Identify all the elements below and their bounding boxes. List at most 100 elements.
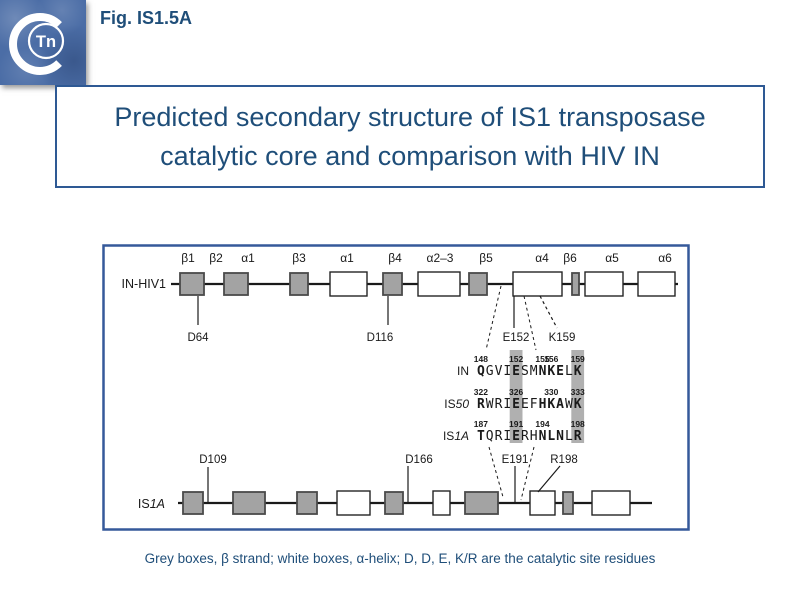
secondary-structure-label: β3: [292, 251, 306, 265]
sequence-char: N: [539, 429, 547, 444]
beta-strand-box: [232, 491, 266, 515]
sequence-char: K: [574, 397, 582, 412]
slide-title-line2: catalytic core and comparison with HIV I…: [160, 140, 660, 171]
beta-strand-box: [223, 272, 249, 296]
residue-number: 159: [571, 354, 585, 364]
beta-strand-box: [382, 272, 403, 296]
sequence-char: R: [521, 429, 529, 444]
slide-title-line1: Predicted secondary structure of IS1 tra…: [114, 102, 706, 133]
residue-label: R198: [550, 454, 578, 466]
alpha-helix-box: [432, 490, 451, 516]
beta-strand-box: [179, 272, 205, 296]
sequence-char: T: [477, 429, 485, 444]
alpha-helix-box: [512, 271, 563, 297]
sequence-char: K: [574, 364, 582, 379]
residue-label: E191: [502, 454, 529, 466]
sequence-char: M: [530, 364, 538, 379]
row-name-label: IS1A: [138, 497, 165, 511]
residue-number: 198: [571, 419, 585, 429]
secondary-structure-label: β1: [181, 251, 195, 265]
catalytic-column-highlight: [509, 350, 523, 443]
sequence-char: Q: [486, 429, 494, 444]
alpha-helix-box: [637, 271, 676, 297]
sequence-char: F: [530, 397, 538, 412]
residue-number: 326: [509, 387, 523, 397]
logo-c-arc: [9, 13, 62, 75]
catalytic-column-highlight: [571, 350, 585, 443]
residue-number: 330: [544, 387, 558, 397]
secondary-structure-label: α2–3: [427, 251, 454, 265]
sequence-char: I: [503, 364, 511, 379]
residue-label: E152: [503, 332, 530, 344]
sequence-char: E: [521, 397, 529, 412]
figure-number-label: Fig. IS1.5A: [100, 8, 193, 28]
sequence-char: I: [503, 397, 511, 412]
sequence-char: N: [556, 429, 564, 444]
sequence-char: H: [539, 397, 547, 412]
alpha-helix-box: [584, 271, 624, 297]
sequence-char: K: [547, 397, 555, 412]
sequence-char: K: [547, 364, 555, 379]
alpha-helix-box: [591, 490, 631, 516]
sequence-char: E: [512, 397, 520, 412]
residue-number: 152: [509, 354, 523, 364]
alpha-helix-box: [329, 271, 368, 297]
connector-dashed-line: [485, 285, 502, 351]
beta-strand-box: [182, 491, 204, 515]
beta-strand-box: [468, 272, 488, 296]
alpha-helix-box: [529, 490, 556, 516]
secondary-structure-label: β2: [209, 251, 223, 265]
sequence-char: R: [477, 397, 485, 412]
sequence-char: Q: [477, 364, 485, 379]
ctn-logo: Tn: [0, 0, 86, 85]
beta-strand-box: [384, 491, 404, 515]
alpha-helix-box: [336, 490, 371, 516]
residue-label: D109: [199, 454, 227, 466]
residue-label: D116: [367, 332, 394, 344]
sequence-char: R: [495, 429, 503, 444]
sequence-char: R: [495, 397, 503, 412]
beta-strand-box: [289, 272, 309, 296]
sequence-char: L: [547, 429, 555, 444]
alignment-row-name: IS1A: [443, 429, 469, 443]
row-name-label: IN-HIV1: [122, 277, 167, 291]
secondary-structure-label: α6: [658, 251, 672, 265]
sequence-char: E: [556, 364, 564, 379]
secondary-structure-label: β6: [563, 251, 577, 265]
figure-caption: Grey boxes, β strand; white boxes, α-hel…: [144, 551, 656, 566]
sequence-char: N: [539, 364, 547, 379]
residue-tick-line: [539, 295, 558, 329]
residue-number: 148: [474, 354, 488, 364]
sequence-char: A: [556, 397, 564, 412]
title-box: Predicted secondary structure of IS1 tra…: [55, 85, 765, 188]
sequence-char: R: [574, 429, 582, 444]
residue-number: 194: [535, 419, 549, 429]
alpha-helix-box: [417, 271, 461, 297]
residue-number: 187: [474, 419, 488, 429]
secondary-structure-label: α5: [605, 251, 619, 265]
sequence-char: W: [486, 397, 494, 412]
secondary-structure-label: β4: [388, 251, 402, 265]
residue-number: 155: [535, 354, 549, 364]
sequence-char: E: [512, 364, 520, 379]
sequence-char: L: [565, 429, 573, 444]
sequence-char: E: [512, 429, 520, 444]
ctn-logo-graphic: Tn: [9, 13, 65, 75]
residue-number: 333: [571, 387, 585, 397]
beta-strand-box: [571, 272, 580, 296]
residue-number: 191: [509, 419, 523, 429]
alignment-row-name: IS50: [444, 397, 469, 411]
sequence-char: W: [565, 397, 573, 412]
residue-tick-line: [537, 465, 561, 493]
residue-label: D166: [405, 454, 433, 466]
residue-label: K159: [549, 332, 576, 344]
connector-dashed-line: [488, 446, 504, 498]
sequence-char: L: [565, 364, 573, 379]
secondary-structure-label: α1: [340, 251, 354, 265]
sequence-char: G: [486, 364, 494, 379]
secondary-structure-label: α4: [535, 251, 549, 265]
logo-tn-text: Tn: [36, 33, 56, 51]
